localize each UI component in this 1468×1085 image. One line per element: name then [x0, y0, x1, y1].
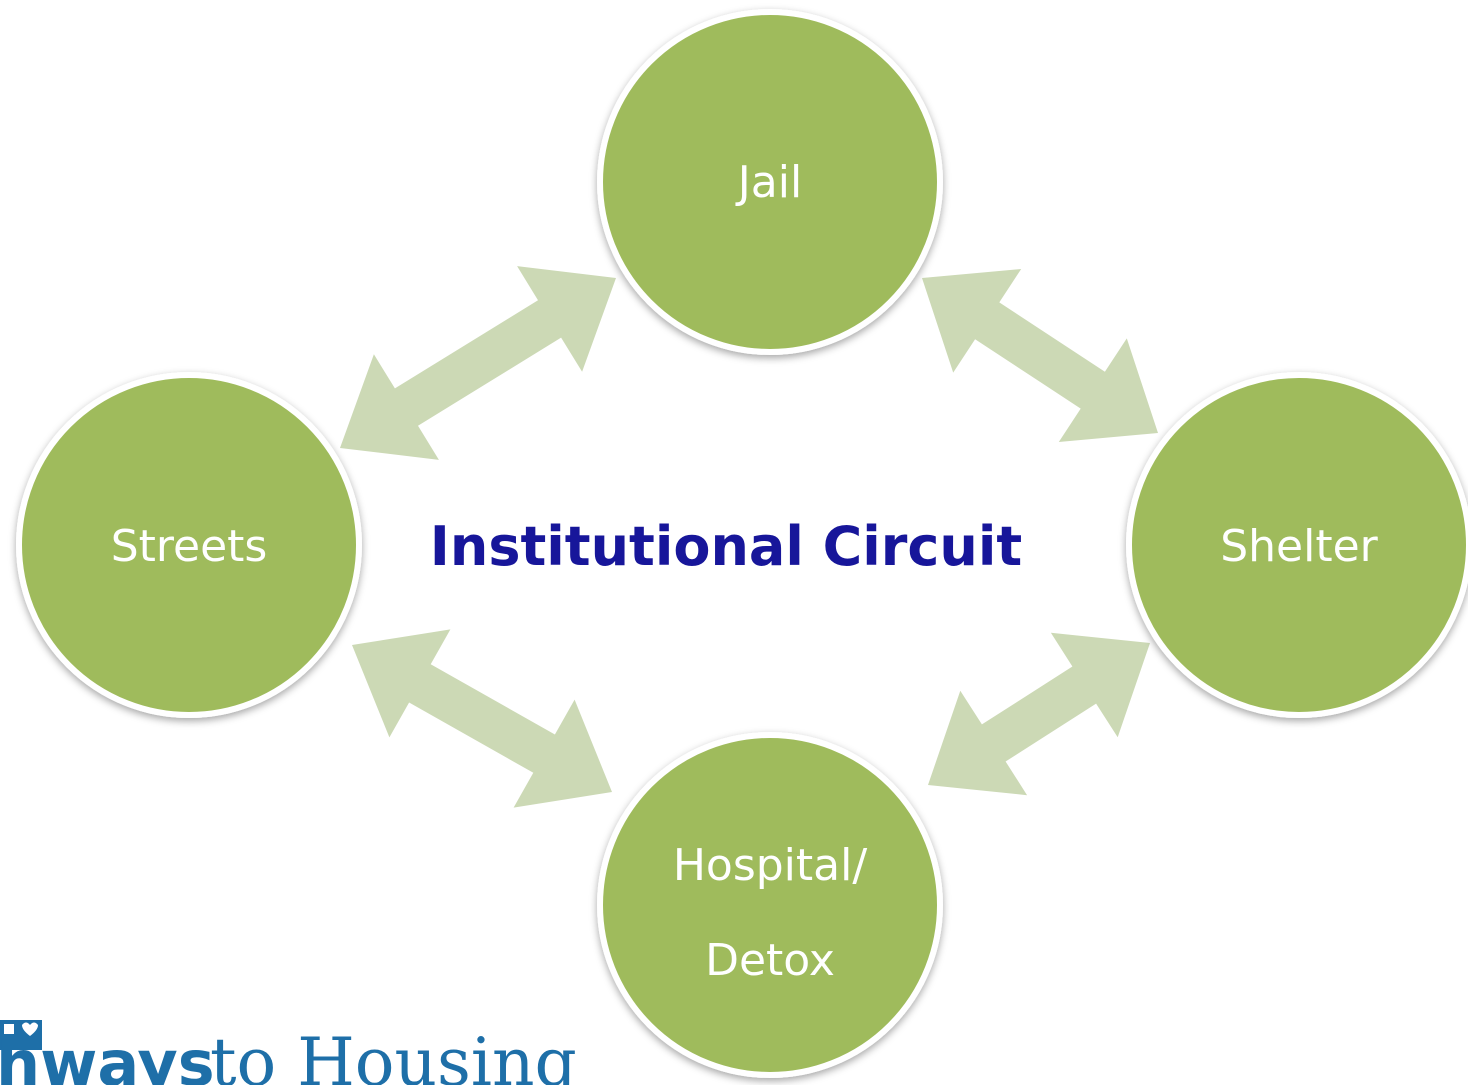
logo-brand-rest: to Housing	[210, 1024, 577, 1085]
streets-label: Streets	[111, 521, 268, 572]
arrow-jail-shelter	[922, 269, 1158, 442]
jail-label: Jail	[735, 157, 802, 208]
logo-brand-bold: hways	[0, 1027, 215, 1085]
streets-circle	[16, 372, 362, 718]
node-jail: Jail	[597, 9, 943, 355]
diagram-title: Institutional Circuit	[430, 515, 1022, 578]
shelter-label: Shelter	[1220, 521, 1378, 572]
node-shelter: Shelter	[1126, 372, 1468, 718]
jail-circle	[597, 9, 943, 355]
node-hospital-detox: Hospital/ Detox	[597, 732, 943, 1078]
arrow-streets-hospital	[352, 629, 612, 808]
node-streets: Streets	[16, 372, 362, 718]
arrow-streets-jail	[340, 266, 616, 460]
connector-arrows	[340, 266, 1158, 808]
shelter-circle	[1126, 372, 1468, 718]
hospital-circle	[597, 732, 943, 1078]
hospital-label-line1: Hospital/	[673, 840, 868, 891]
organization-logo: hways to Housing	[0, 1020, 577, 1085]
hospital-label-line2: Detox	[705, 935, 835, 986]
heart-house-icon	[0, 1020, 42, 1050]
arrow-shelter-hospital	[928, 632, 1150, 796]
